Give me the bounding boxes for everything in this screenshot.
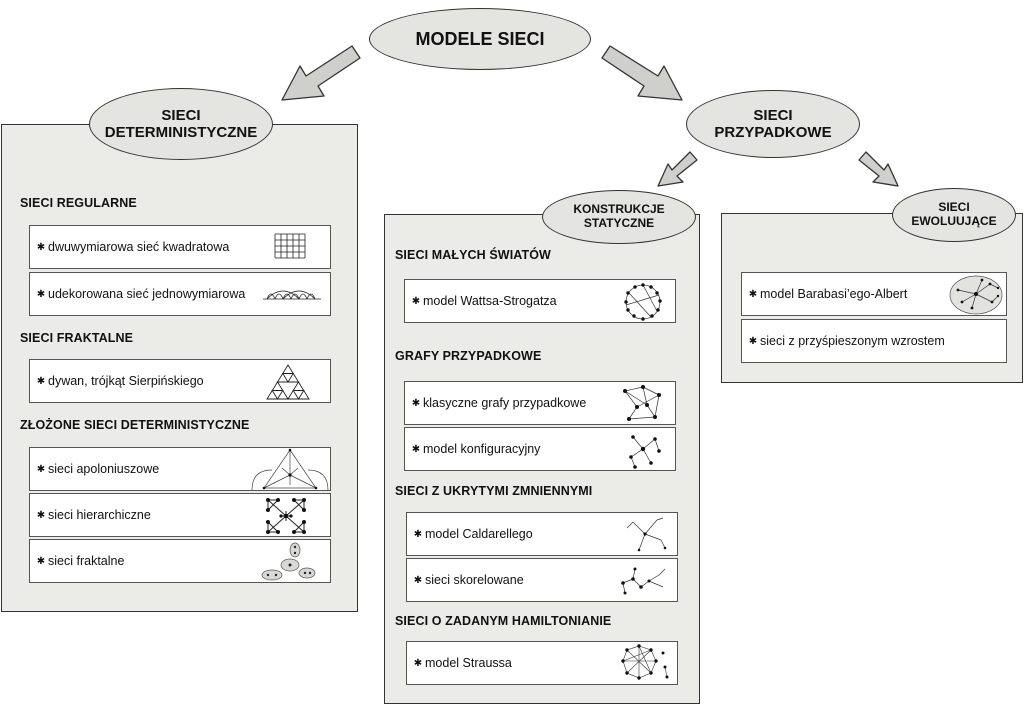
bullet-icon: ✱	[36, 509, 46, 521]
bullet-icon: ✱	[36, 375, 46, 387]
list-item: ✱ model Caldarellego	[406, 512, 678, 556]
list-item: ✱ model konfiguracyjny	[404, 427, 676, 471]
strauss-model-icon	[621, 644, 669, 680]
bullet-icon: ✱	[411, 443, 421, 455]
list-item: ✱ sieci hierarchiczne	[29, 493, 331, 537]
item-label: model Caldarellego	[425, 527, 533, 541]
evolving-header-ellipse: SIECI EWOLUUJĄCE	[892, 188, 1016, 242]
square-lattice-icon	[274, 233, 306, 259]
caldarelli-tree-icon	[626, 517, 667, 552]
item-label: model konfiguracyjny	[423, 442, 541, 456]
bullet-icon: ✱	[413, 528, 423, 540]
section-title: SIECI FRAKTALNE	[20, 331, 134, 345]
bullet-icon: ✱	[413, 657, 423, 669]
arrow-to-random	[601, 45, 683, 101]
deterministic-header-ellipse: SIECI DETERMINISTYCZNE	[89, 88, 273, 160]
section-title: SIECI O ZADANYM HAMILTONIANIE	[395, 614, 612, 628]
list-item: ✱ sieci fraktalne	[29, 539, 331, 583]
static-header-ellipse: KONSTRUKCJE STATYCZNE	[542, 190, 696, 244]
correlated-network-icon	[621, 567, 666, 595]
list-item: ✱ sieci skorelowane	[406, 558, 678, 602]
arrow-to-evolving	[858, 151, 899, 187]
list-item: ✱ sieci apoloniuszowe	[29, 447, 331, 491]
arrow-to-deterministic	[281, 45, 361, 101]
item-label: klasyczne grafy przypadkowe	[423, 396, 587, 410]
fractal-network-icon	[261, 542, 316, 581]
list-item: ✱ dwuwymiarowa sieć kwadratowa	[29, 225, 331, 269]
list-item: ✱ udekorowana sieć jednowymiarowa	[29, 272, 331, 316]
bullet-icon: ✱	[411, 397, 421, 409]
deterministic-header: SIECI DETERMINISTYCZNE	[104, 106, 258, 141]
bullet-icon: ✱	[748, 288, 758, 300]
small-world-ring-icon	[624, 283, 662, 321]
random-header: SIECI PRZYPADKOWE	[714, 106, 832, 141]
item-label: sieci apoloniuszowe	[48, 462, 160, 476]
static-header: KONSTRUKCJE STATYCZNE	[573, 202, 665, 230]
bullet-icon: ✱	[411, 295, 421, 307]
list-item: ✱ model Barabasi’ego-Albert	[741, 272, 1007, 316]
bullet-icon: ✱	[36, 288, 46, 300]
item-label: sieci z przyśpieszonym wzrostem	[760, 334, 945, 348]
list-item: ✱ model Wattsa-Strogatza	[404, 279, 676, 323]
bullet-icon: ✱	[36, 241, 46, 253]
section-title: SIECI REGULARNE	[20, 196, 137, 210]
section-title: ZŁOŻONE SIECI DETERMINISTYCZNE	[20, 418, 250, 432]
main-title-ellipse: MODELE SIECI	[369, 8, 591, 70]
bullet-icon: ✱	[748, 335, 758, 347]
section-title: GRAFY PRZYPADKOWE	[395, 349, 542, 363]
main-title: MODELE SIECI	[415, 28, 545, 49]
bullet-icon: ✱	[36, 555, 46, 567]
item-label: sieci skorelowane	[425, 573, 524, 587]
item-label: udekorowana sieć jednowymiarowa	[48, 287, 246, 301]
list-item: ✱ dywan, trójkąt Sierpińskiego	[29, 359, 331, 403]
list-item: ✱ klasyczne grafy przypadkowe	[404, 381, 676, 425]
section-title: SIECI Z UKRYTYMI ZMNIENNYMI	[395, 484, 593, 498]
arrow-to-static	[657, 151, 698, 187]
item-label: dywan, trójkąt Sierpińskiego	[48, 374, 204, 388]
decorated-chain-icon	[263, 290, 321, 300]
list-item: ✱ sieci z przyśpieszonym wzrostem	[741, 319, 1007, 363]
configuration-model-icon	[629, 435, 661, 469]
bullet-icon: ✱	[36, 463, 46, 475]
bullet-icon: ✱	[413, 574, 423, 586]
sierpinski-triangle-icon	[266, 364, 310, 400]
item-label: sieci hierarchiczne	[48, 508, 151, 522]
item-label: model Straussa	[425, 656, 512, 670]
item-label: sieci fraktalne	[48, 554, 125, 568]
apollonian-network-icon	[251, 448, 329, 491]
hierarchical-network-icon	[266, 498, 306, 534]
section-title: SIECI MAŁYCH ŚWIATÓW	[395, 248, 551, 262]
random-header-ellipse: SIECI PRZYPADKOWE	[686, 90, 860, 158]
list-item: ✱ model Straussa	[406, 641, 678, 685]
evolving-header: SIECI EWOLUUJĄCE	[911, 200, 997, 228]
item-label: model Wattsa-Strogatza	[423, 294, 557, 308]
item-label: dwuwymiarowa sieć kwadratowa	[48, 240, 230, 254]
random-graph-icon	[623, 385, 661, 421]
barabasi-albert-icon	[949, 275, 1003, 315]
item-label: model Barabasi’ego-Albert	[760, 287, 908, 301]
